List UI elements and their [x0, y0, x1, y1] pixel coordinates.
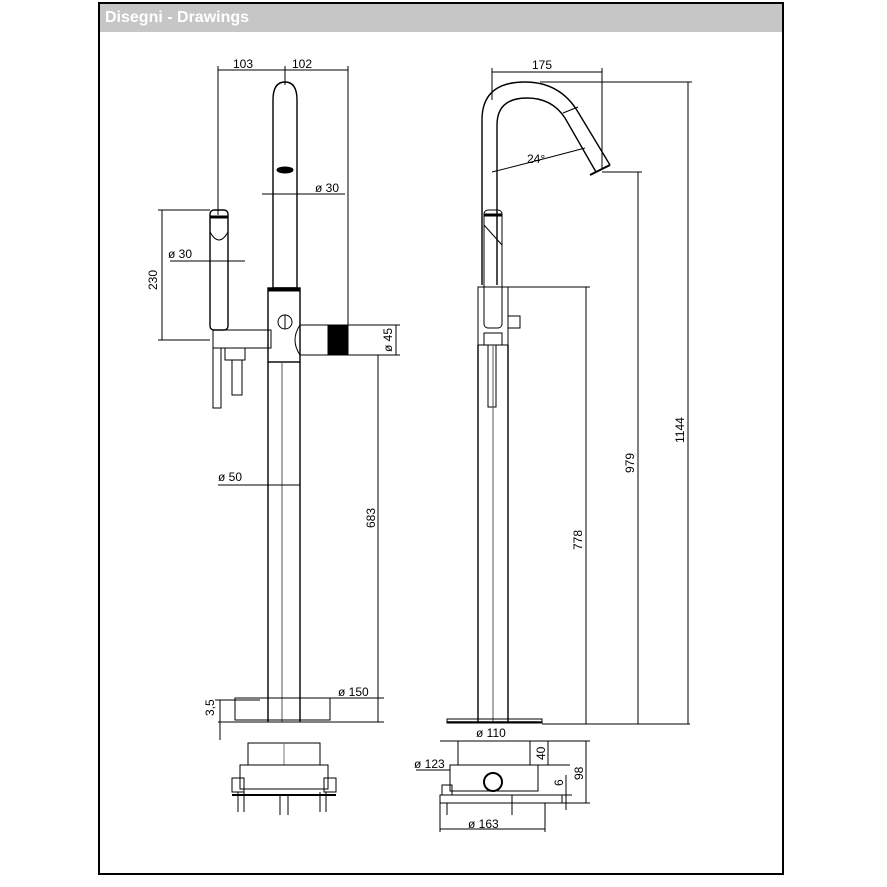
hose-connector — [212, 329, 272, 349]
dim-box-h6: 6 — [552, 779, 566, 786]
side-hand-shower — [483, 209, 503, 329]
box-side-port — [483, 772, 503, 792]
box-side-body — [449, 764, 539, 792]
dim-front-103: 103 — [233, 57, 253, 71]
holder-pin — [231, 359, 243, 396]
front-view: 103 102 ø 30 ø 30 230 ø 45 — [146, 57, 400, 740]
dim-box-bottom-diameter: ø 163 — [468, 817, 499, 831]
dim-box-h40: 40 — [534, 746, 548, 760]
dim-front-base-thickness: 3,5 — [203, 699, 217, 716]
drawings-panel: Disegni - Drawings — [98, 2, 784, 875]
spout-aerator — [276, 166, 294, 174]
mixer-body — [267, 287, 301, 363]
mixer-handle — [294, 324, 329, 356]
dim-front-683: 683 — [364, 508, 378, 528]
dim-front-handshower-length: 230 — [146, 270, 160, 290]
handle-grip — [327, 324, 349, 356]
box-front — [231, 742, 337, 815]
side-knob — [507, 315, 521, 329]
panel-title: Disegni - Drawings — [105, 9, 250, 26]
dim-box-h98: 98 — [572, 766, 586, 780]
dim-side-175: 175 — [532, 58, 552, 72]
spout-tube — [272, 81, 298, 289]
dim-front-base-diameter: ø 150 — [338, 685, 369, 699]
side-view: 175 24° 778 979 1144 — [446, 58, 692, 725]
box-front-nut-left — [231, 777, 245, 793]
panel-header: Disegni - Drawings — [100, 4, 782, 32]
side-base-plate — [446, 718, 543, 724]
dim-side-1144: 1144 — [673, 417, 687, 443]
dim-front-102: 102 — [292, 57, 312, 71]
side-mixer-body — [477, 286, 509, 346]
dim-front-body-diameter: ø 45 — [381, 328, 395, 352]
box-side-nut-left — [441, 784, 453, 796]
box-side-flange — [439, 794, 563, 804]
hand-shower — [209, 209, 229, 331]
dim-side-angle: 24° — [527, 152, 545, 166]
box-side: ø 110 ø 123 ø 163 40 6 98 — [414, 726, 590, 832]
gooseneck-inner — [496, 97, 597, 285]
box-front-nut-right — [323, 777, 337, 793]
box-front-body — [239, 764, 329, 790]
gooseneck-outer — [481, 81, 611, 285]
dim-box-top-diameter: ø 110 — [476, 726, 506, 740]
dim-front-handshower-diameter: ø 30 — [168, 247, 192, 261]
side-holder — [483, 332, 503, 346]
holder-bracket — [224, 347, 246, 361]
dim-front-column-diameter: ø 50 — [218, 470, 242, 484]
dim-side-979: 979 — [623, 453, 637, 473]
side-lever — [487, 344, 497, 408]
box-side-top — [457, 740, 531, 766]
dim-side-778: 778 — [571, 530, 585, 550]
dim-front-spout-diameter: ø 30 — [315, 181, 339, 195]
dim-box-mid-diameter: ø 123 — [414, 757, 445, 771]
lever-handle — [212, 347, 222, 409]
